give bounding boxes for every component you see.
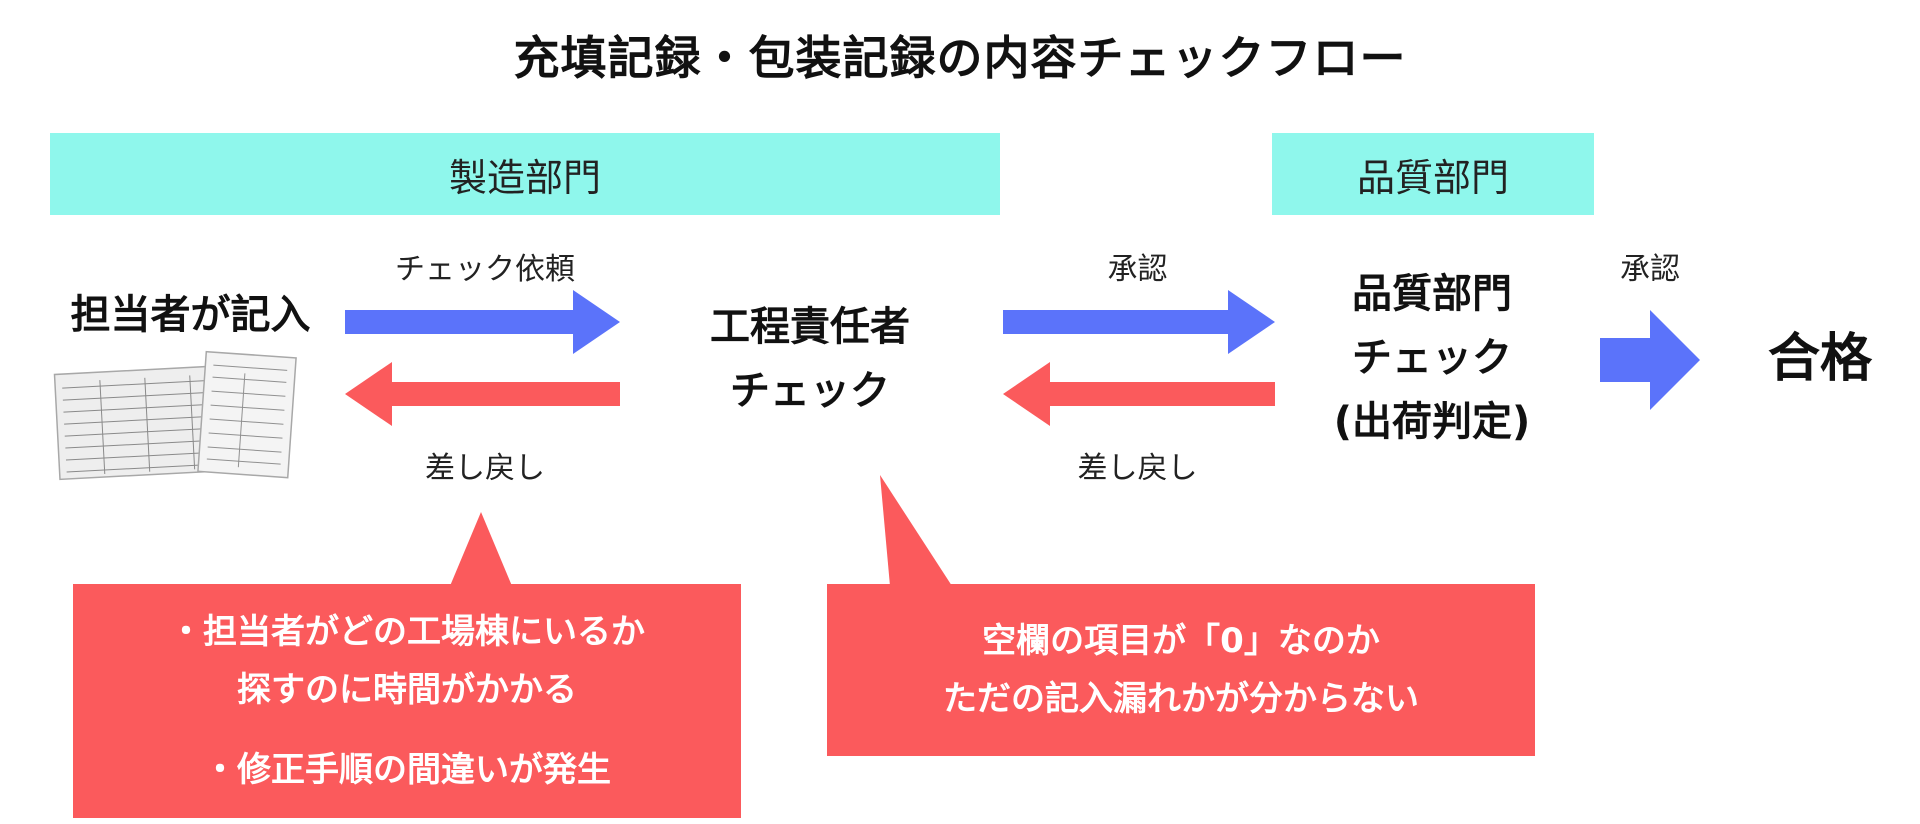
paper-records-icon [53,350,297,481]
dept-quality: 品質部門 [1272,133,1594,215]
node-pass: 合格 [1767,329,1872,389]
dept-manufacturing: 製造部門 [50,133,1000,215]
node-quality-check-line-1: 品質部門 [1352,271,1512,317]
diagram-title: 充填記録・包装記録の内容チェックフロー [513,31,1407,85]
node-recorder: 担当者が記入 [70,292,311,338]
forward-arrow-3 [1600,310,1700,410]
node-process-manager-line-2: チェック [730,368,890,414]
node-process-manager: 工程責任者 チェック [660,295,960,423]
label-check-request: チェック依頼 [395,252,575,287]
callout-left-line-3: ・修正手順の間違いが発生 [203,750,611,790]
node-quality-check: 品質部門 チェック (出荷判定) [1282,262,1582,454]
return-arrow-1 [345,362,620,426]
forward-arrow-2 [1003,290,1275,354]
label-approve-1: 承認 [1107,252,1168,287]
node-quality-check-line-3: (出荷判定) [1333,399,1531,445]
return-arrow-2 [1003,362,1275,426]
label-return-2: 差し戻し [1077,451,1198,486]
callout-right: 空欄の項目が「0」なのか ただの記入漏れかが分からない [827,584,1535,756]
node-process-manager-line-1: 工程責任者 [710,304,910,350]
callout-right-pointer [880,475,952,586]
callout-right-line-2: ただの記入漏れかが分からない [943,679,1419,719]
label-return-1: 差し戻し [425,451,545,486]
document-photo-icon [52,350,304,482]
node-quality-check-line-2: チェック [1352,335,1512,381]
label-approve-2: 承認 [1620,252,1680,287]
callout-left-pointer [450,512,512,586]
callout-right-line-1: 空欄の項目が「0」なのか [982,621,1380,661]
callout-left-line-1: ・担当者がどの工場棟にいるか [169,612,645,652]
callout-left-line-2: 探すのに時間がかかる [237,670,577,710]
forward-arrow-1 [345,290,620,354]
callout-left: ・担当者がどの工場棟にいるか 探すのに時間がかかる ・修正手順の間違いが発生 [73,584,741,818]
